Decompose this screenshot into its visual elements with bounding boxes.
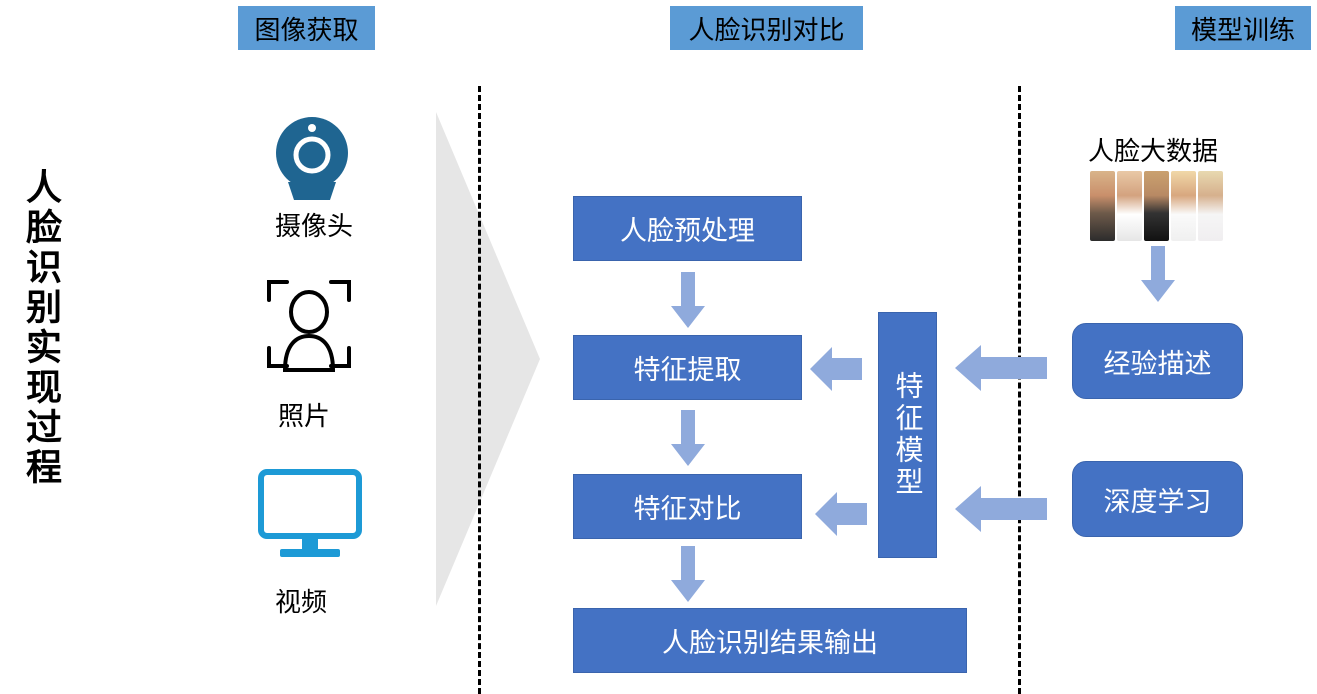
arrow-left-compare bbox=[815, 492, 867, 536]
face-photo bbox=[1117, 171, 1142, 241]
arrow-down-training bbox=[1141, 246, 1175, 302]
header-face-compare: 人脸识别对比 bbox=[670, 6, 863, 50]
monitor-icon bbox=[258, 469, 362, 557]
funnel-arrow bbox=[436, 112, 540, 606]
arrow-down-1 bbox=[671, 272, 705, 328]
face-photo bbox=[1144, 171, 1169, 241]
camera-label: 摄像头 bbox=[275, 212, 354, 242]
separator-left bbox=[478, 86, 481, 694]
arrow-down-3 bbox=[671, 546, 705, 602]
feature-extract-box: 特征提取 bbox=[573, 335, 802, 400]
face-scan-icon bbox=[267, 280, 351, 372]
face-photo bbox=[1198, 171, 1223, 241]
webcam-icon bbox=[276, 117, 348, 200]
deep-learning-box: 深度学习 bbox=[1072, 461, 1243, 537]
arrow-down-2 bbox=[671, 410, 705, 466]
side-title: 人脸识别实现过程 bbox=[20, 168, 61, 488]
arrow-left-deep-learning bbox=[955, 486, 1047, 532]
arrow-left-experience bbox=[955, 345, 1047, 391]
big-data-label: 人脸大数据 bbox=[1088, 137, 1219, 167]
face-photos bbox=[1090, 171, 1223, 241]
experience-box: 经验描述 bbox=[1072, 323, 1243, 399]
header-model-training: 模型训练 bbox=[1175, 6, 1311, 50]
face-photo bbox=[1171, 171, 1196, 241]
feature-model-box: 特征模型 bbox=[878, 312, 937, 558]
result-output-box: 人脸识别结果输出 bbox=[573, 608, 967, 673]
separator-right bbox=[1018, 86, 1021, 694]
header-image-capture: 图像获取 bbox=[238, 6, 375, 50]
arrow-left-extract bbox=[810, 347, 862, 391]
face-photo bbox=[1090, 171, 1115, 241]
video-label: 视频 bbox=[275, 588, 328, 618]
photo-label: 照片 bbox=[278, 402, 331, 432]
preprocess-box: 人脸预处理 bbox=[573, 196, 802, 261]
feature-compare-box: 特征对比 bbox=[573, 474, 802, 539]
